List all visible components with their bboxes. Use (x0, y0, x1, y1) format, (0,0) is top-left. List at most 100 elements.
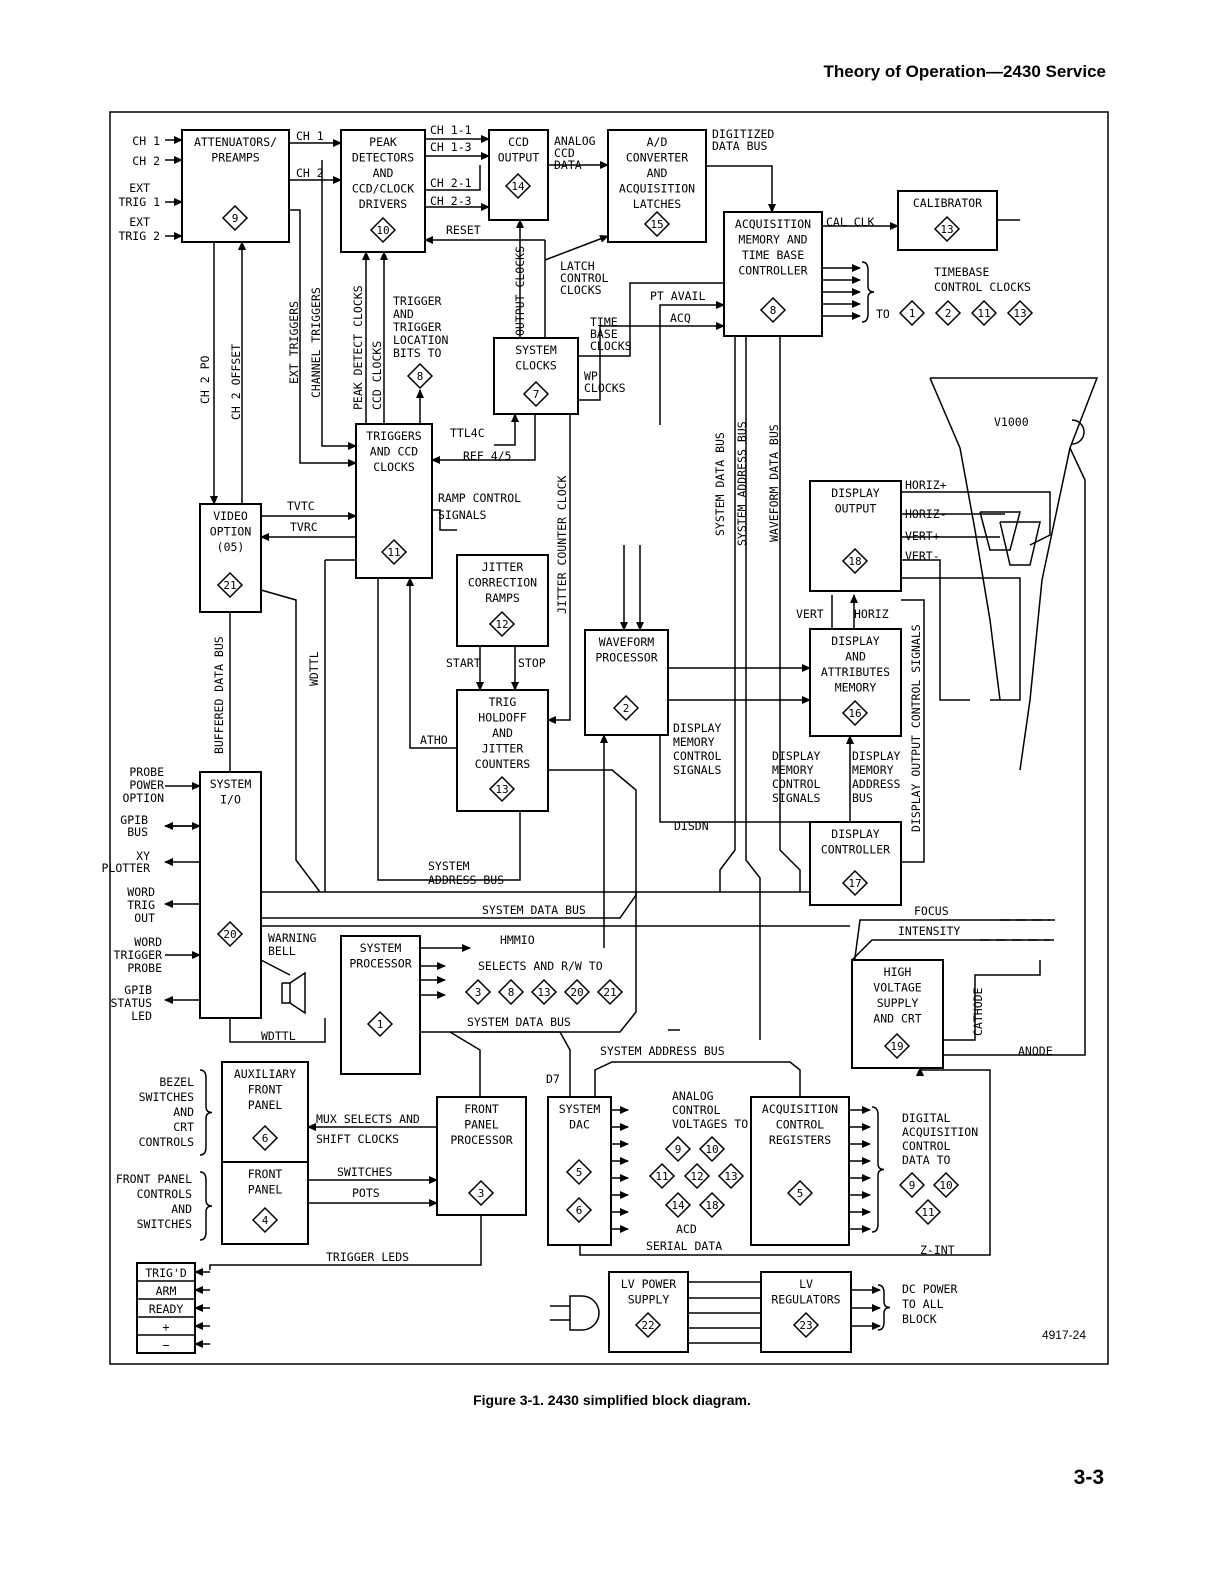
signal-label: CLOCKS (584, 381, 626, 395)
destination-number-diamond: 11 (914, 1198, 942, 1226)
block-label: PROCESSOR (450, 1133, 512, 1147)
signal-line (544, 235, 609, 261)
signal-label: CH 2 OFFSET (229, 344, 243, 420)
signal-label: SELECTS AND R/W TO (478, 959, 603, 973)
signal-label: CH 1-3 (430, 140, 472, 154)
page-number: 3-3 (1073, 1466, 1104, 1489)
signal-label: CCD CLOCKS (370, 341, 384, 410)
diamond-label: 3 (478, 1187, 485, 1200)
block-number-diamond: 5 (786, 1179, 814, 1207)
led-label: TRIG'D (145, 1266, 187, 1280)
signal-label: POTS (352, 1186, 380, 1200)
signal-label: CONTROL (672, 1103, 721, 1117)
signal-label: TTL4C (450, 426, 485, 440)
signal-label: DATA BUS (712, 139, 767, 153)
signal-label: CATHODE (971, 987, 985, 1036)
diamond-label: 4 (262, 1214, 269, 1227)
block-label: JITTER (482, 742, 524, 756)
led-label: − (163, 1338, 170, 1352)
signal-label: ACQUISITION (902, 1125, 978, 1139)
diamond-label: 6 (262, 1132, 269, 1145)
signal-label: CH 2 (132, 154, 160, 168)
lv-power-supply-block (608, 1271, 689, 1353)
signal-label: TIMEBASE (934, 265, 989, 279)
signal-label: CONTROLS (139, 1135, 194, 1149)
diamond-label: 14 (671, 1199, 685, 1212)
block-label: FRONT (248, 1083, 283, 1097)
signal-label: OUT (134, 911, 155, 925)
block-label: FRONT (464, 1102, 499, 1116)
signal-label: XY (136, 849, 150, 863)
diamond-label: 7 (533, 388, 540, 401)
block-label: RAMPS (485, 591, 520, 605)
block-label: AND CRT (873, 1012, 922, 1026)
signal-line (745, 336, 761, 1040)
diamond-label: 13 (940, 223, 953, 236)
block-label: SYSTEM (515, 343, 557, 357)
signal-label: AND (393, 307, 414, 321)
signal-line (209, 1215, 482, 1270)
block-label: MEMORY (835, 681, 877, 695)
signal-line (229, 1018, 326, 1043)
block-label: TRIGGERS (366, 429, 421, 443)
diamond-label: 1 (909, 307, 916, 320)
signal-label: TRIG 2 (118, 229, 160, 243)
block-number-diamond: 17 (841, 869, 869, 897)
signal-label: SYSTEM (428, 859, 470, 873)
signal-line (406, 577, 457, 749)
block-number-diamond: 15 (643, 210, 671, 238)
signal-label: SIGNALS (438, 508, 487, 522)
block-number-diamond: 11 (380, 538, 408, 566)
signal-label: WORD (127, 885, 155, 899)
system-io-block (199, 771, 262, 1019)
jitter-correction-block (456, 554, 549, 647)
diamond-label: 12 (495, 618, 508, 631)
signal-label: TIME (590, 315, 618, 329)
block-label: DISPLAY (831, 634, 880, 648)
signal-label: MEMORY (673, 735, 715, 749)
diamond-label: 8 (508, 986, 515, 999)
signal-label: MUX SELECTS AND (316, 1112, 420, 1126)
signal-label: PROBE (127, 961, 162, 975)
signal-label: EXT (129, 181, 150, 195)
signal-line (494, 413, 519, 446)
destination-number-diamond: 13 (1006, 299, 1034, 327)
block-label: JITTER (482, 560, 524, 574)
block-label: DRIVERS (359, 197, 408, 211)
block-label: OUTPUT (498, 151, 540, 165)
destination-number-diamond: 11 (970, 299, 998, 327)
diamond-label: 9 (232, 212, 239, 225)
block-label: FRONT (248, 1167, 283, 1181)
diamond-label: 10 (376, 224, 389, 237)
signal-line (261, 769, 637, 919)
brace (861, 261, 875, 323)
block-number-diamond: 16 (841, 699, 869, 727)
signal-label: SIGNALS (772, 791, 821, 805)
signal-label: CH 2-3 (430, 194, 472, 208)
block-number-diamond: 7 (522, 380, 550, 408)
signal-label: CH 1-1 (430, 123, 472, 137)
signal-label: JITTER COUNTER CLOCK (555, 475, 569, 614)
block-number-diamond: 19 (883, 1032, 911, 1060)
power-plug-icon (569, 1295, 600, 1331)
signal-label: TRIGGER (393, 320, 442, 334)
diamond-label: 21 (223, 579, 236, 592)
block-label: CORRECTION (468, 576, 537, 590)
signal-label: BUS (127, 825, 148, 839)
block-number-diamond: 3 (467, 1179, 495, 1207)
signal-label: BELL (268, 944, 296, 958)
block-label: (05) (217, 540, 245, 554)
signal-label: CONTROL (560, 271, 609, 285)
block-label: SUPPLY (628, 1293, 670, 1307)
signal-line (425, 165, 481, 191)
signal-label: TO (876, 307, 890, 321)
signal-label: SYSTEM DATA BUS (482, 903, 586, 917)
diamond-label: 11 (387, 546, 400, 559)
signal-label: DIGITIZED (712, 127, 774, 141)
block-label: CONTROL (776, 1118, 825, 1132)
block-label: SYSTEM (210, 777, 252, 791)
signal-line (579, 1067, 991, 1256)
signal-label: PROBE (129, 765, 164, 779)
diamond-label: 13 (1013, 307, 1026, 320)
